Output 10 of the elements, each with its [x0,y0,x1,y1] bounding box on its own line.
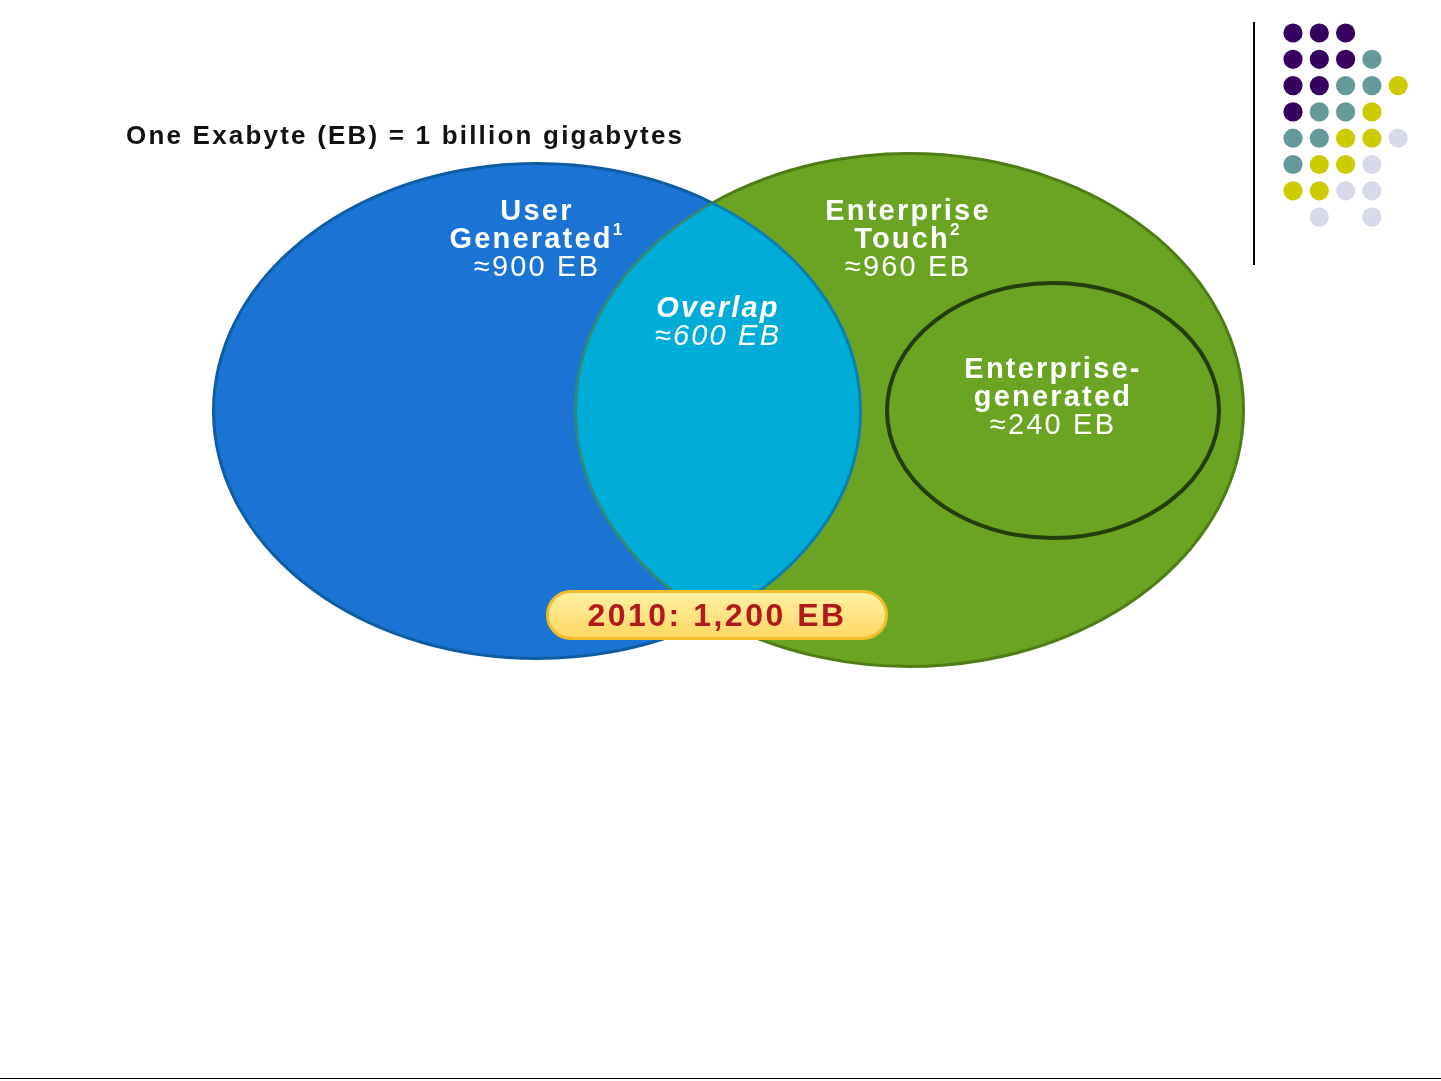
inner-ellipse [885,281,1221,540]
category-label: Overlap [656,293,780,321]
value-label: ≈960 EB [844,252,972,280]
category-label: Enterprise-generated [963,354,1143,410]
value-label: ≈900 EB [473,252,601,280]
diagram-title: One Exabyte (EB) = 1 billion gigabytes [126,120,685,151]
category-label: User Generated$^{1}$ [448,196,626,252]
value-label: ≈240 EB [989,410,1117,438]
total-banner: 2010: 1,200 EB [546,590,888,640]
category-label: Enterprise Touch$^{2}$ [824,196,992,252]
